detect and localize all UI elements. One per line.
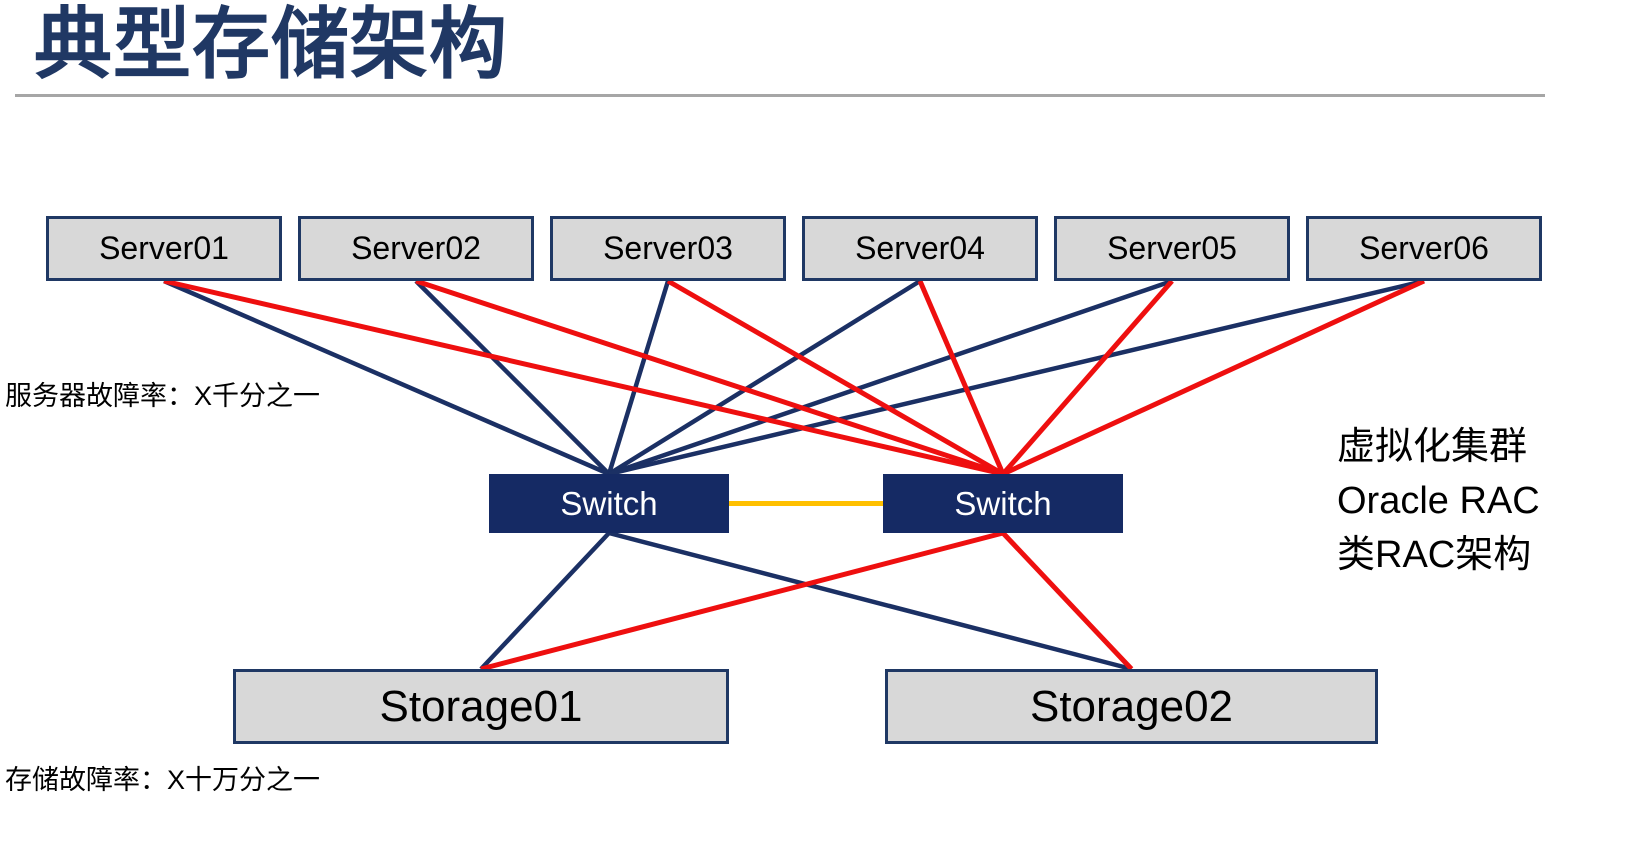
node-server03: Server03 [550, 216, 786, 281]
node-label: Server01 [99, 230, 229, 266]
storage-failure-rate-label: 存储故障率：X十万分之一 [5, 765, 321, 795]
page-title: 典型存储架构 [34, 0, 509, 88]
node-label: Server03 [603, 230, 733, 266]
architecture-note-line: 类RAC架构 [1337, 534, 1532, 576]
node-server01: Server01 [46, 216, 282, 281]
edge-switch-right-storage02 [1001, 531, 1134, 671]
node-label: Server02 [351, 230, 481, 266]
node-switch-left: Switch [489, 474, 729, 533]
edge-server02-switch-left [414, 279, 611, 476]
node-label: Switch [954, 484, 1052, 522]
edge-server05-switch-right [1001, 279, 1174, 476]
node-server06: Server06 [1306, 216, 1542, 281]
edge-server04-switch-left [607, 279, 922, 476]
node-server05: Server05 [1054, 216, 1290, 281]
node-label: Storage01 [379, 681, 583, 731]
node-label: Server06 [1359, 230, 1489, 266]
edge-switch-left-storage01 [479, 531, 611, 671]
node-server04: Server04 [802, 216, 1038, 281]
architecture-note-line: Oracle RAC [1337, 480, 1540, 522]
server-failure-rate-label: 服务器故障率：X千分之一 [5, 381, 321, 411]
edge-switch-right-storage01 [480, 530, 1004, 672]
edge-server02-switch-right [415, 278, 1004, 477]
node-server02: Server02 [298, 216, 534, 281]
node-label: Switch [560, 484, 658, 522]
edge-server05-switch-left [608, 278, 1173, 477]
edge-server03-switch-right [666, 278, 1005, 477]
node-label: Server05 [1107, 230, 1237, 266]
edge-server06-switch-left [608, 278, 1425, 477]
edge-switch-left-storage02 [608, 530, 1133, 672]
node-label: Storage02 [1029, 681, 1234, 731]
node-storage02: Storage02 [885, 669, 1378, 744]
edge-server03-switch-left [606, 280, 671, 475]
edge-server04-switch-right [917, 280, 1006, 475]
node-label: Server04 [855, 230, 985, 266]
node-storage01: Storage01 [233, 669, 729, 744]
architecture-note-line: 虚拟化集群 [1337, 426, 1528, 468]
title-divider [15, 94, 1545, 97]
architecture-note: 虚拟化集群 Oracle RAC 类RAC架构 [1337, 420, 1540, 582]
node-switch-right: Switch [883, 474, 1123, 533]
